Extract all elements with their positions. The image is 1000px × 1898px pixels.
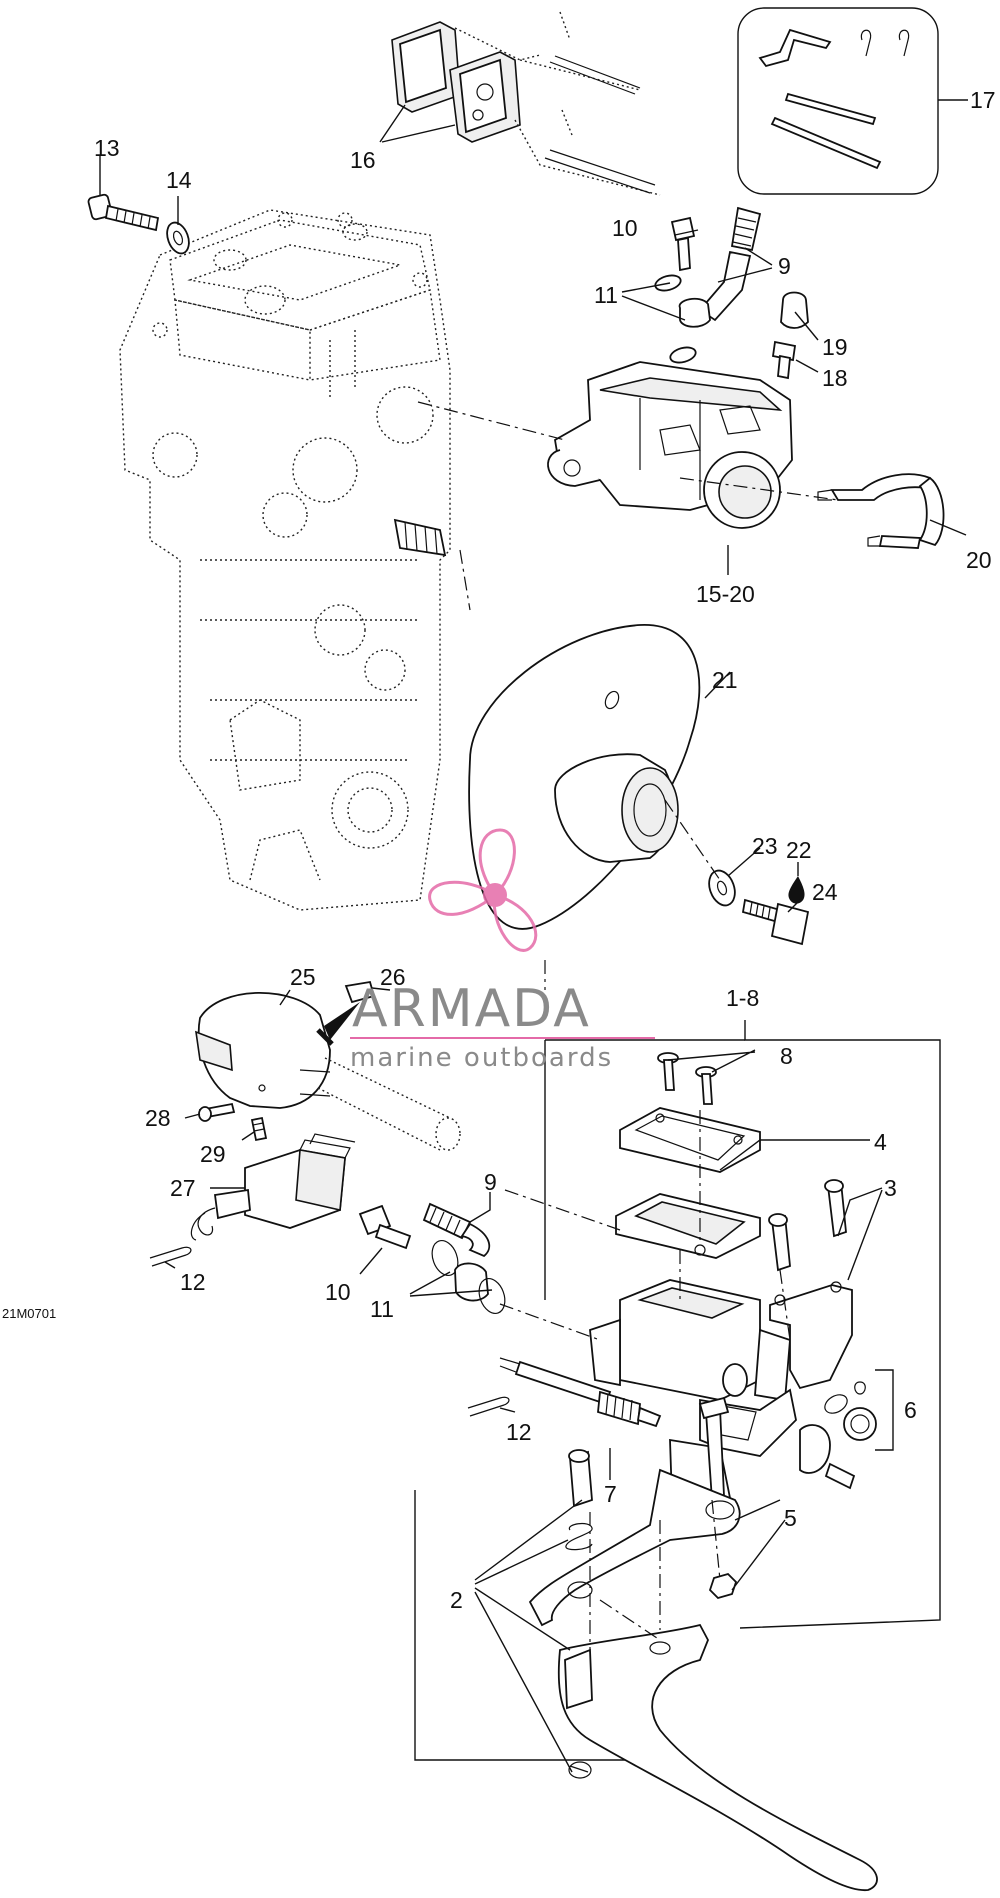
callout-4: 4 bbox=[874, 1129, 887, 1155]
callout-14: 14 bbox=[166, 167, 192, 193]
callout-1-8: 1-8 bbox=[726, 985, 759, 1011]
callout-28: 28 bbox=[145, 1105, 171, 1131]
screw-28 bbox=[198, 1102, 236, 1122]
callout-11-top: 11 bbox=[594, 282, 618, 308]
diaphragm-gasket bbox=[615, 1193, 761, 1259]
callout-20: 20 bbox=[966, 547, 992, 573]
cotter-pin-12-left bbox=[149, 1246, 192, 1267]
callout-2: 2 bbox=[450, 1587, 463, 1613]
watermark-brand: ARMADA bbox=[352, 979, 591, 1039]
callout-12-left: 12 bbox=[180, 1269, 206, 1295]
callout-7: 7 bbox=[604, 1481, 617, 1507]
sensor-27 bbox=[190, 1133, 356, 1241]
callout-18: 18 bbox=[822, 365, 848, 391]
callout-11-bottom: 11 bbox=[370, 1296, 394, 1322]
leader-lines bbox=[99, 99, 968, 1773]
callout-10-top: 10 bbox=[612, 215, 638, 241]
callout-6: 6 bbox=[904, 1397, 917, 1423]
armada-watermark: ARMADA marine outboards bbox=[350, 828, 655, 1073]
pivot-bolt-5 bbox=[698, 1396, 738, 1600]
magnet-26 bbox=[316, 980, 376, 1046]
threadlock-drop-22-icon bbox=[788, 876, 805, 904]
cover-screws-8 bbox=[657, 1052, 717, 1105]
watermark-tagline: marine outboards bbox=[350, 1043, 613, 1073]
callout-22: 22 bbox=[786, 837, 812, 863]
callout-9-bottom: 9 bbox=[484, 1169, 497, 1195]
callout-19: 19 bbox=[822, 334, 848, 360]
brake-hose-9-top bbox=[698, 206, 762, 322]
callout-17: 17 bbox=[970, 87, 996, 113]
banjo-bolt-10-top bbox=[670, 216, 696, 272]
push-rod-7 bbox=[499, 1357, 662, 1428]
pin-kit-box-17 bbox=[737, 7, 939, 195]
bleed-screw-18 bbox=[771, 340, 797, 380]
reference-code: 21M0701 bbox=[2, 1306, 56, 1321]
brake-disc-21 bbox=[459, 549, 701, 990]
lever-pin-2 bbox=[565, 1449, 593, 1779]
shaft-tube bbox=[317, 1057, 461, 1151]
callout-21: 21 bbox=[712, 667, 738, 693]
speed-sensor-housing-25 bbox=[195, 992, 331, 1109]
bolt-13 bbox=[87, 193, 160, 232]
pivot-bushing bbox=[799, 1424, 856, 1490]
master-cylinder-body bbox=[589, 1279, 797, 1511]
pad-pins-dotted bbox=[454, 11, 661, 196]
clamp-screws-3 bbox=[768, 1179, 847, 1272]
callout-13: 13 bbox=[94, 135, 120, 161]
reservoir-cap-6 bbox=[824, 1381, 877, 1441]
bolt-24 bbox=[741, 898, 810, 946]
callout-3: 3 bbox=[884, 1175, 897, 1201]
reservoir-cover-4 bbox=[619, 1107, 761, 1173]
callout-24: 24 bbox=[812, 879, 838, 905]
callout-26: 26 bbox=[380, 964, 406, 990]
engine-block-outline bbox=[119, 209, 451, 911]
callout-8: 8 bbox=[780, 1043, 793, 1069]
callout-12-right: 12 bbox=[506, 1419, 532, 1445]
engine-output-shaft bbox=[393, 518, 447, 557]
propeller-logo-icon bbox=[428, 828, 538, 952]
bleed-hose-20 bbox=[817, 473, 945, 549]
engine-head-bolts bbox=[152, 212, 428, 338]
banjo-bolt-10-bottom bbox=[358, 1204, 412, 1250]
brake-caliper bbox=[547, 361, 793, 529]
callout-10-bottom: 10 bbox=[325, 1279, 351, 1305]
callout-16: 16 bbox=[350, 147, 376, 173]
callout-9-top: 9 bbox=[778, 253, 791, 279]
washer-14 bbox=[166, 221, 190, 255]
cotter-pin-12-right bbox=[467, 1396, 510, 1417]
callout-15-20: 15-20 bbox=[696, 581, 755, 607]
callout-23: 23 bbox=[752, 833, 778, 859]
callout-5: 5 bbox=[784, 1505, 797, 1531]
callout-25: 25 bbox=[290, 964, 316, 990]
set-screw-29 bbox=[250, 1116, 268, 1142]
alignment-lines bbox=[417, 401, 839, 1650]
washer-23 bbox=[708, 869, 736, 907]
callout-29: 29 bbox=[200, 1141, 226, 1167]
brake-hose-9-bottom bbox=[422, 1202, 491, 1258]
clamp-3 bbox=[769, 1281, 853, 1390]
callout-27: 27 bbox=[170, 1175, 196, 1201]
brake-lever-and-arm bbox=[528, 1468, 878, 1891]
brake-pads-16 bbox=[391, 21, 521, 143]
callout-labels: 13 14 16 17 10 9 11 19 18 20 15-20 21 22… bbox=[2, 87, 996, 1613]
